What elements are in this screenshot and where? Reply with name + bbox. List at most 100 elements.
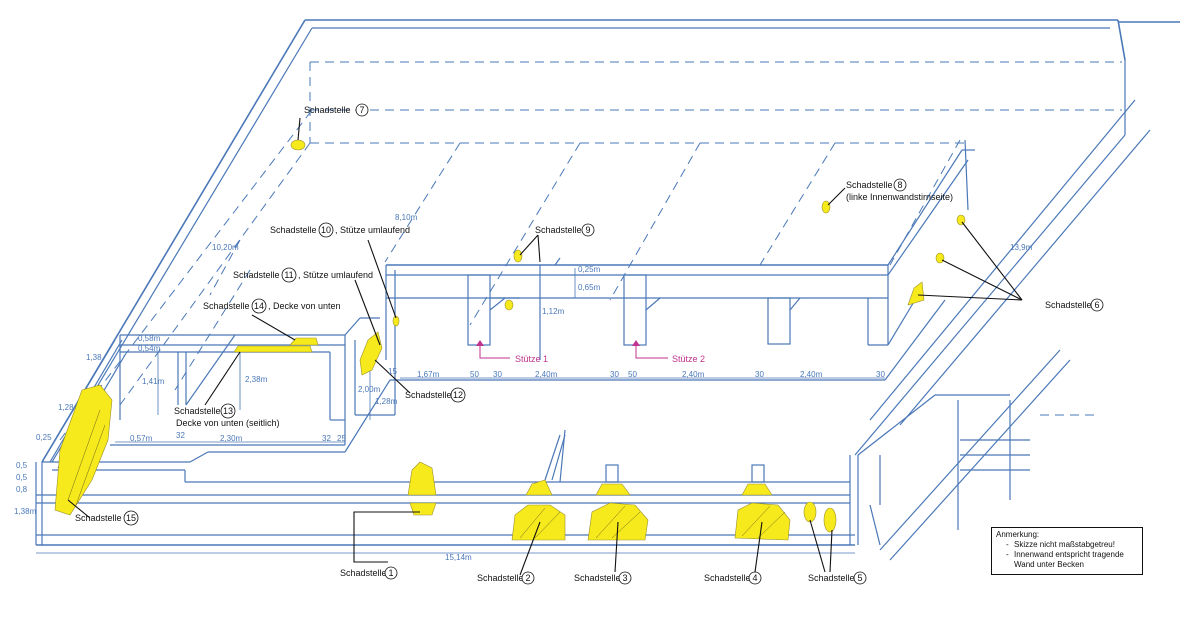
column-label-2: Stütze 2 — [672, 354, 705, 364]
label-14: Schadstelle 14 , Decke von unten — [203, 298, 341, 314]
damage-spot-9b — [504, 299, 514, 311]
label-12: Schadstelle 12 — [405, 387, 466, 403]
svg-text:8: 8 — [897, 180, 902, 190]
svg-text:0,54m: 0,54m — [138, 344, 161, 353]
svg-text:2,00m: 2,00m — [358, 385, 381, 394]
svg-text:Schadstelle: Schadstelle — [340, 568, 387, 578]
damage-spot-6b — [935, 252, 945, 264]
svg-text:Schadstelle: Schadstelle — [535, 225, 582, 235]
svg-text:Schadstelle: Schadstelle — [233, 270, 280, 280]
label-4: Schadstelle 4 — [704, 571, 762, 585]
note-item: Innenwand entspricht tragende Wand unter… — [1006, 550, 1138, 570]
svg-text:10,20m: 10,20m — [212, 243, 239, 252]
damage-spot-7 — [290, 139, 306, 151]
leader-lines — [67, 117, 1023, 576]
svg-text:5: 5 — [857, 573, 862, 583]
damage-spot-5a — [803, 501, 817, 523]
damage-spot-1b — [409, 502, 437, 516]
svg-text:3: 3 — [622, 573, 627, 583]
svg-text:Decke von unten (seitlich): Decke von unten (seitlich) — [176, 418, 280, 428]
note-list: Skizze nicht maßstabgetreu! Innenwand en… — [996, 540, 1138, 570]
svg-text:Schadstelle: Schadstelle — [174, 406, 221, 416]
svg-text:8,10m: 8,10m — [395, 213, 418, 222]
damage-spot-5b — [823, 507, 837, 533]
svg-text:12: 12 — [453, 390, 463, 400]
hidden-lines — [59, 61, 1122, 441]
label-11: Schadstelle 11 , Stütze umlaufend — [233, 267, 373, 283]
svg-text:2,40m: 2,40m — [535, 370, 558, 379]
svg-text:2,30m: 2,30m — [220, 434, 243, 443]
note-box: Anmerkung: Skizze nicht maßstabgetreu! I… — [991, 527, 1143, 575]
svg-text:Schadstelle: Schadstelle — [304, 105, 351, 115]
note-item: Skizze nicht maßstabgetreu! — [1006, 540, 1138, 550]
dimension-lines — [36, 268, 885, 554]
svg-text:25: 25 — [337, 434, 346, 443]
damage-spot-12 — [359, 331, 383, 376]
svg-text:11: 11 — [284, 270, 293, 280]
svg-text:0,65m: 0,65m — [578, 283, 601, 292]
svg-text:0,25m: 0,25m — [578, 265, 601, 274]
svg-text:Schadstelle: Schadstelle — [846, 180, 893, 190]
svg-text:9: 9 — [585, 225, 590, 235]
inner-wall — [385, 139, 975, 360]
svg-text:0,5: 0,5 — [16, 461, 28, 470]
svg-text:1,67m: 1,67m — [417, 370, 440, 379]
svg-text:(linke Innenwandstirnseite): (linke Innenwandstirnseite) — [846, 192, 953, 202]
svg-text:30: 30 — [493, 370, 502, 379]
damage-spot-13 — [233, 345, 313, 353]
svg-text:6: 6 — [1094, 300, 1099, 310]
svg-text:10: 10 — [321, 225, 331, 235]
svg-text:0,8: 0,8 — [16, 485, 28, 494]
label-1: Schadstelle 1 — [340, 566, 398, 580]
svg-text:1: 1 — [388, 568, 393, 578]
column-markers: Stütze 1 Stütze 2 — [476, 340, 705, 364]
label-5: Schadstelle 5 — [808, 571, 867, 585]
svg-text:Schadstelle: Schadstelle — [203, 301, 250, 311]
svg-text:50: 50 — [470, 370, 479, 379]
svg-text:0,57m: 0,57m — [130, 434, 153, 443]
damage-spot-8 — [821, 200, 831, 214]
svg-text:13: 13 — [223, 406, 233, 416]
svg-text:Schadstelle: Schadstelle — [704, 573, 751, 583]
svg-text:1,41m: 1,41m — [142, 377, 165, 386]
basin-outline — [35, 19, 1180, 561]
svg-text:1,38m: 1,38m — [14, 507, 37, 516]
damage-spot-3 — [587, 502, 649, 541]
dimension-texts: 1,67m 50 30 2,40m 30 50 2,40m 30 2,40m 3… — [14, 213, 1033, 562]
label-13: Schadstelle 13 Decke von unten (seitlich… — [174, 403, 280, 428]
damage-spots — [54, 139, 966, 541]
svg-text:15: 15 — [388, 367, 397, 376]
damage-spot-3a — [595, 483, 631, 496]
label-9: Schadstelle 9 — [535, 223, 595, 237]
damage-spot-10 — [392, 315, 400, 327]
svg-text:50: 50 — [628, 370, 637, 379]
damage-spot-6a — [907, 281, 925, 306]
svg-text:13,9m: 13,9m — [1010, 243, 1033, 252]
damage-spot-2a — [525, 479, 553, 496]
pit — [110, 317, 396, 446]
svg-text:Schadstelle: Schadstelle — [1045, 300, 1092, 310]
svg-text:1,38: 1,38 — [86, 353, 102, 362]
svg-text:Schadstelle: Schadstelle — [405, 390, 452, 400]
svg-text:32: 32 — [176, 431, 185, 440]
damage-hatching — [67, 409, 786, 539]
label-15: Schadstelle 15 — [75, 510, 139, 526]
damage-spot-9 — [513, 249, 523, 263]
svg-text:, Stütze umlaufend: , Stütze umlaufend — [298, 270, 373, 280]
damage-spot-2 — [511, 504, 566, 541]
label-10: Schadstelle 10 , Stütze umlaufend — [270, 222, 410, 238]
label-8: Schadstelle 8 (linke Innenwandstirnseite… — [846, 178, 953, 202]
svg-text:2,40m: 2,40m — [800, 370, 823, 379]
svg-text:0,58m: 0,58m — [138, 334, 161, 343]
damage-spot-4a — [741, 483, 773, 496]
svg-text:32: 32 — [322, 434, 331, 443]
front-stubs — [544, 434, 765, 483]
svg-text:1,12m: 1,12m — [542, 307, 565, 316]
label-6: Schadstelle 6 — [1045, 298, 1104, 312]
svg-text:15: 15 — [126, 513, 136, 523]
svg-text:Schadstelle: Schadstelle — [808, 573, 855, 583]
svg-text:1,28m: 1,28m — [375, 397, 398, 406]
damage-spot-1 — [407, 461, 437, 496]
label-2: Schadstelle 2 — [477, 571, 535, 585]
